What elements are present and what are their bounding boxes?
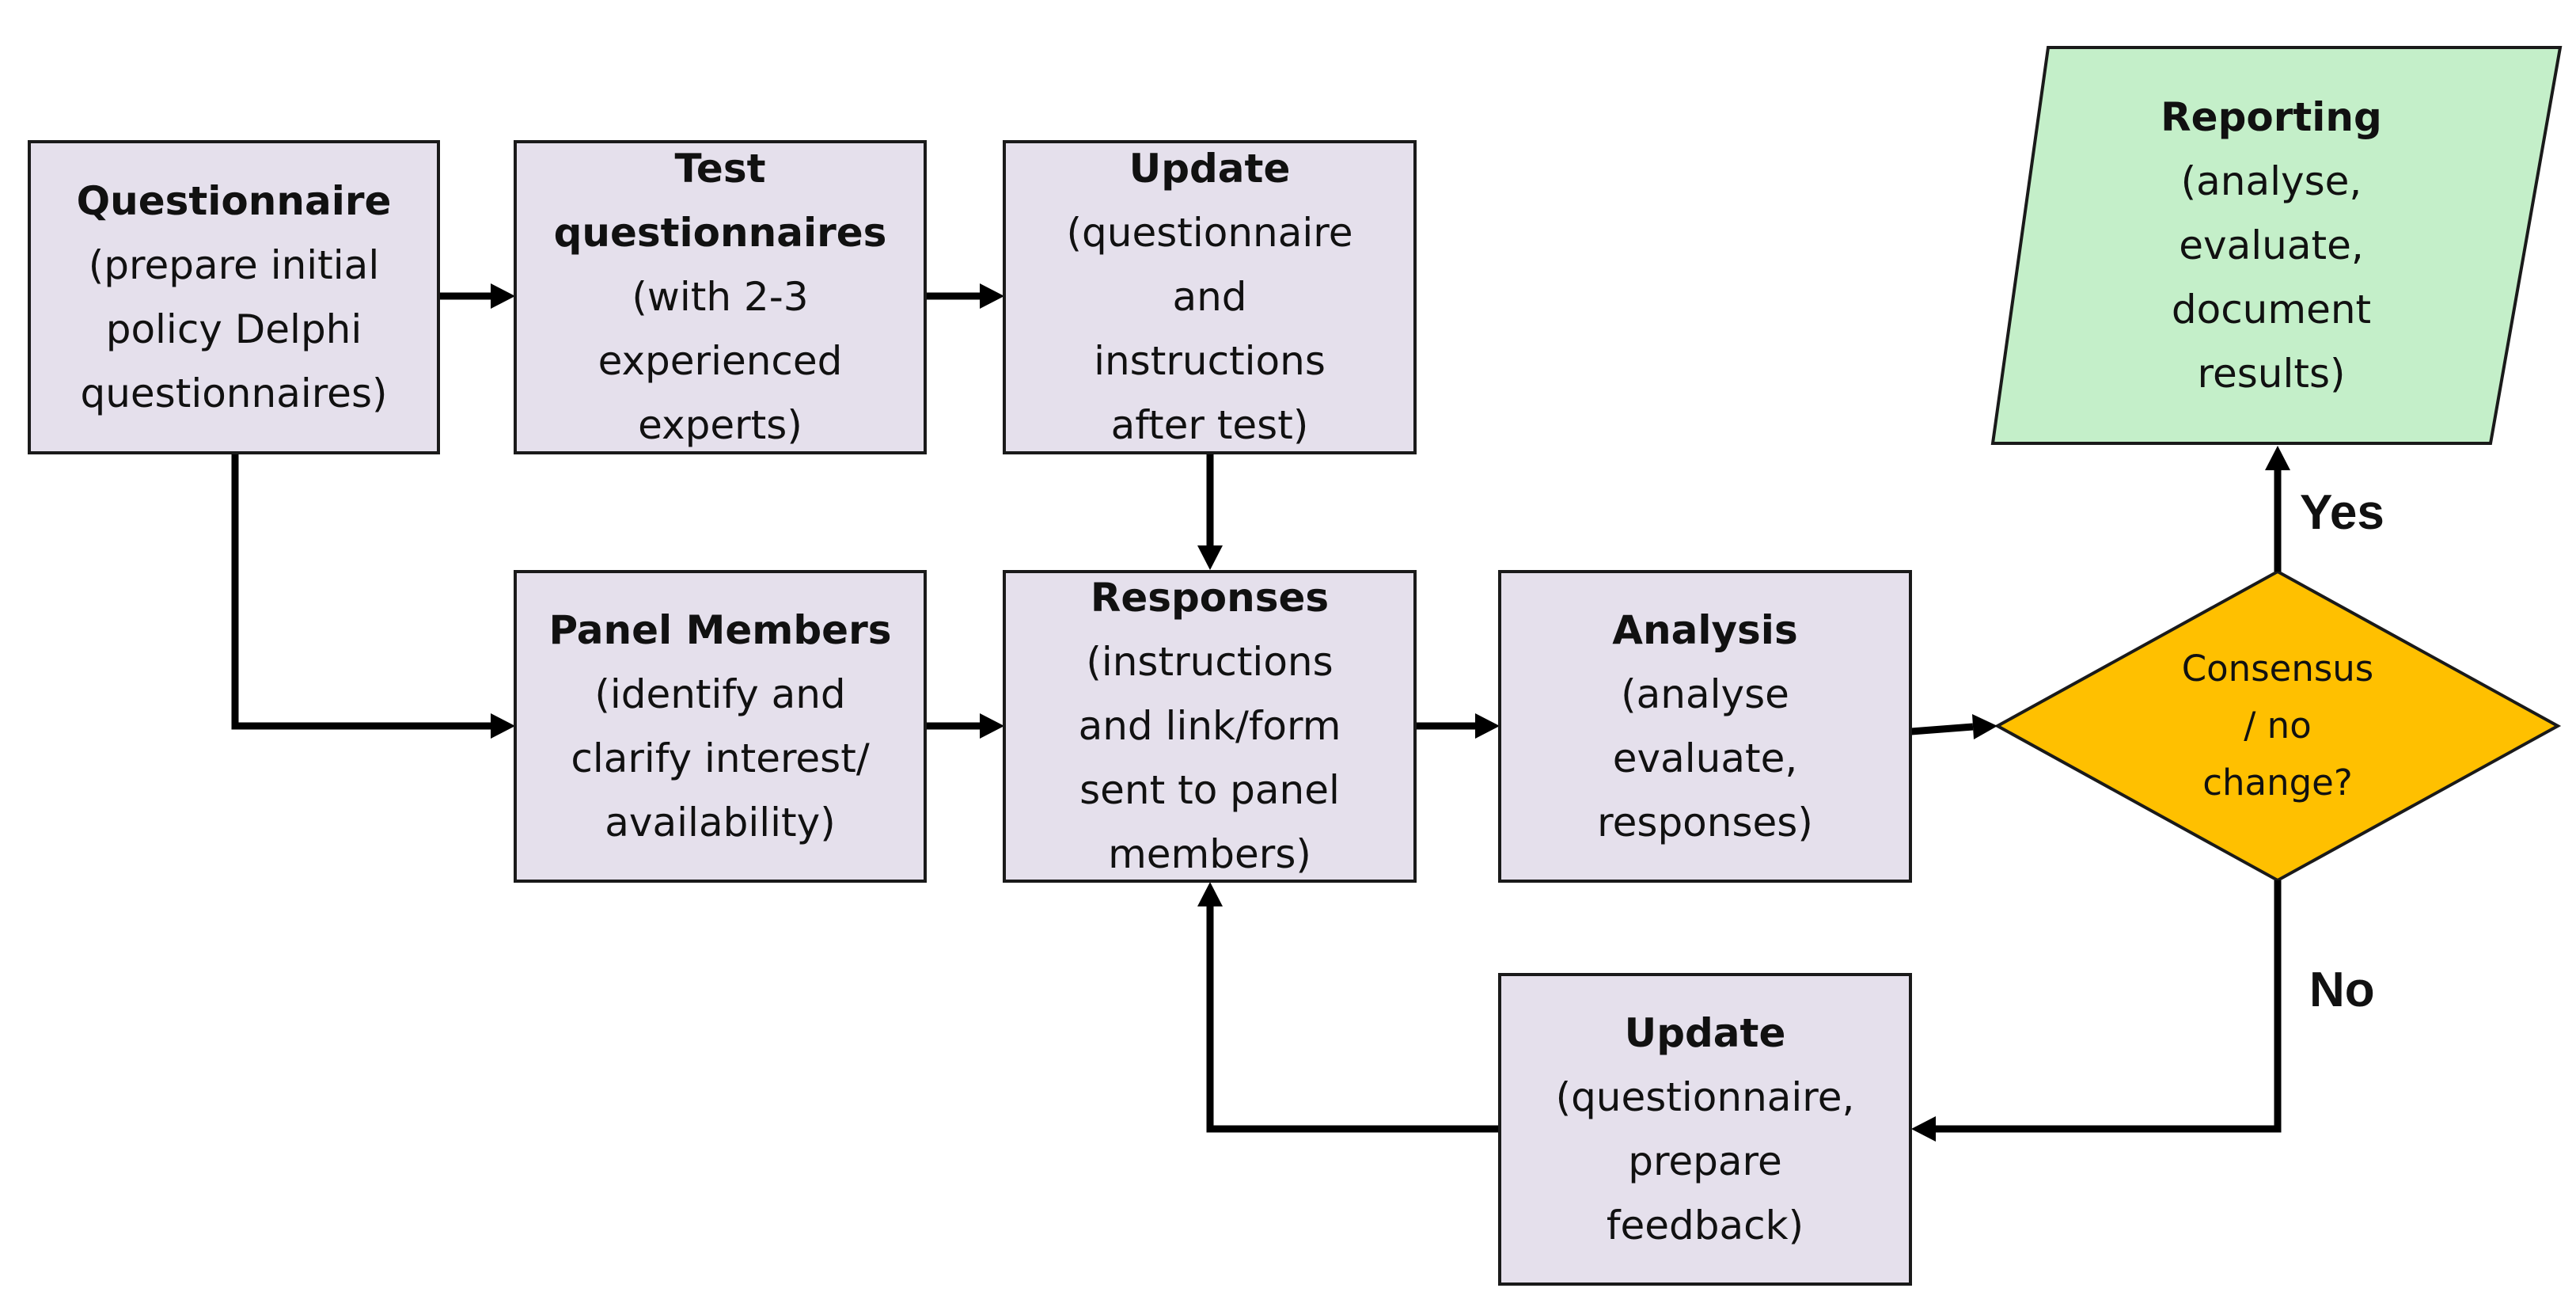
arrow-questionnaire-to-test	[439, 283, 515, 309]
node-panel-desc: (identify and clarify interest/ availabi…	[571, 671, 870, 846]
arrow-update-feedback-to-responses	[1197, 882, 1500, 1133]
node-test-questionnaires: Test questionnaires (with 2-3 experience…	[514, 140, 927, 454]
node-test-desc: (with 2-3 experienced experts)	[598, 274, 843, 448]
node-update-test-desc: (questionnaire and instructions after te…	[1066, 210, 1353, 448]
node-questionnaire-title: Questionnaire	[76, 177, 392, 224]
node-update-feedback-title: Update	[1624, 1009, 1786, 1056]
node-reporting-title: Reporting	[2161, 93, 2382, 140]
arrow-analysis-to-decision	[1910, 714, 1997, 739]
arrow-test-to-update	[926, 283, 1004, 309]
node-analysis: Analysis (analyse evaluate, responses)	[1498, 570, 1912, 883]
node-update-feedback-desc: (questionnaire, prepare feedback)	[1555, 1074, 1855, 1248]
node-decision-label: Consensus / no change?	[2181, 648, 2374, 804]
node-panel-members: Panel Members (identify and clarify inte…	[514, 570, 927, 883]
node-questionnaire: Questionnaire (prepare initial policy De…	[28, 140, 440, 454]
node-questionnaire-desc: (prepare initial policy Delphi questionn…	[80, 241, 388, 416]
branch-label-yes: Yes	[2300, 485, 2384, 540]
node-analysis-title: Analysis	[1612, 606, 1798, 653]
node-responses: Responses (instructions and link/form se…	[1003, 570, 1417, 883]
reporting-shape	[1990, 46, 2563, 445]
arrow-decision-to-update-feedback	[1911, 880, 2282, 1142]
arrow-panel-to-responses	[926, 713, 1004, 739]
node-update-test-title: Update	[1129, 146, 1291, 192]
arrow-decision-to-reporting	[2265, 446, 2290, 572]
node-responses-title: Responses	[1090, 575, 1330, 621]
node-update-after-test: Update (questionnaire and instructions a…	[1003, 140, 1417, 454]
arrow-questionnaire-to-panel	[231, 454, 515, 739]
arrow-update-to-responses	[1197, 454, 1223, 570]
branch-label-no: No	[2309, 963, 2375, 1017]
node-reporting: Reporting (analyse, evaluate, document r…	[2073, 55, 2469, 435]
node-responses-desc: (instructions and link/form sent to pane…	[1078, 639, 1341, 877]
node-reporting-desc: (analyse, evaluate, document results)	[2171, 158, 2372, 397]
node-panel-title: Panel Members	[548, 606, 892, 653]
node-analysis-desc: (analyse evaluate, responses)	[1597, 671, 1813, 846]
node-update-feedback: Update (questionnaire, prepare feedback)	[1498, 973, 1912, 1286]
arrow-responses-to-analysis	[1416, 713, 1500, 739]
node-test-title: Test questionnaires	[553, 146, 887, 256]
